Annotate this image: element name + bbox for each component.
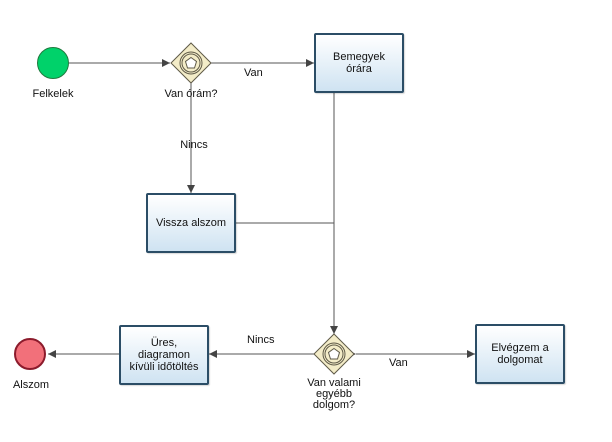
start-event[interactable] bbox=[37, 47, 69, 79]
gateway-van-oram-label: Van órám? bbox=[164, 88, 218, 100]
pentagon-icon bbox=[327, 347, 341, 360]
flow-label-nincs-2: Nincs bbox=[247, 334, 275, 346]
gateway-outer-ring bbox=[322, 342, 346, 366]
end-event-label: Alszom bbox=[12, 379, 50, 391]
task-ures-line-2: diagramon bbox=[138, 349, 190, 361]
gateway-van-valami[interactable] bbox=[313, 333, 355, 375]
gateway-label-line-1: Van valami bbox=[307, 377, 361, 389]
task-bemegyek-line-2: órára bbox=[346, 63, 372, 75]
task-elvegzem-a-dolgomat[interactable]: Elvégzem a dolgomat bbox=[475, 324, 565, 384]
gateway-inner-ring bbox=[181, 53, 201, 73]
gateway-van-oram[interactable] bbox=[170, 42, 212, 84]
gateway-inner-ring bbox=[324, 344, 344, 364]
gateway-van-valami-label: Van valami egyébb dolgom? bbox=[307, 378, 361, 411]
task-elvegzem-line-2: dolgomat bbox=[497, 354, 543, 366]
gateway-outer-ring bbox=[179, 51, 203, 75]
task-ures-line-1: Üres, bbox=[150, 337, 178, 349]
task-ures-idotoltes[interactable]: Üres, diagramon kívüli időtöltés bbox=[119, 325, 209, 385]
flow-label-van-1: Van bbox=[244, 67, 263, 79]
task-ures-line-3: kívüli időtöltés bbox=[129, 361, 199, 373]
task-vissza-alszom[interactable]: Vissza alszom bbox=[146, 193, 236, 253]
gateway-label-line-2: egyébb bbox=[315, 388, 353, 400]
task-vissza-line-1: Vissza alszom bbox=[155, 217, 227, 229]
flow-label-nincs-1: Nincs bbox=[180, 139, 208, 151]
end-event[interactable] bbox=[14, 338, 46, 370]
gateway-label-line-3: dolgom? bbox=[312, 399, 356, 411]
flow-label-van-2: Van bbox=[389, 357, 408, 369]
task-elvegzem-line-1: Elvégzem a bbox=[491, 342, 549, 354]
task-bemegyek-orara[interactable]: Bemegyek órára bbox=[314, 33, 404, 93]
pentagon-icon bbox=[184, 56, 198, 69]
task-bemegyek-line-1: Bemegyek bbox=[333, 51, 385, 63]
start-event-label: Felkelek bbox=[32, 88, 74, 100]
